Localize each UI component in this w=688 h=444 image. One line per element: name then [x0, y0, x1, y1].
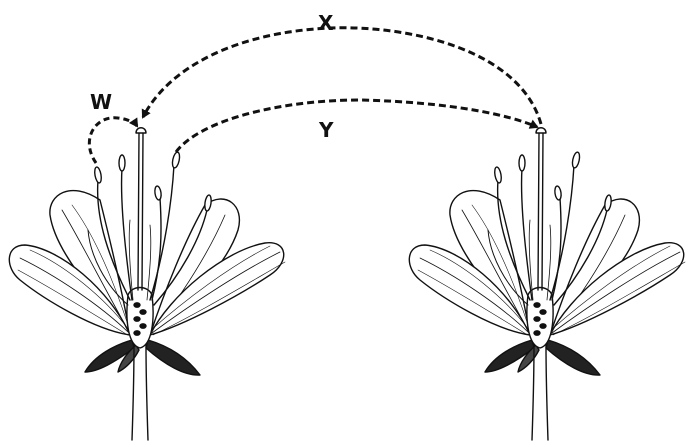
arrow-y: [176, 100, 537, 152]
arrow-x: [143, 28, 541, 124]
label-x: X: [318, 13, 333, 33]
label-w: W: [90, 92, 112, 112]
left-flower: [9, 128, 285, 440]
arrow-w: [89, 118, 137, 163]
label-y: Y: [319, 120, 333, 140]
right-flower: [409, 128, 685, 440]
